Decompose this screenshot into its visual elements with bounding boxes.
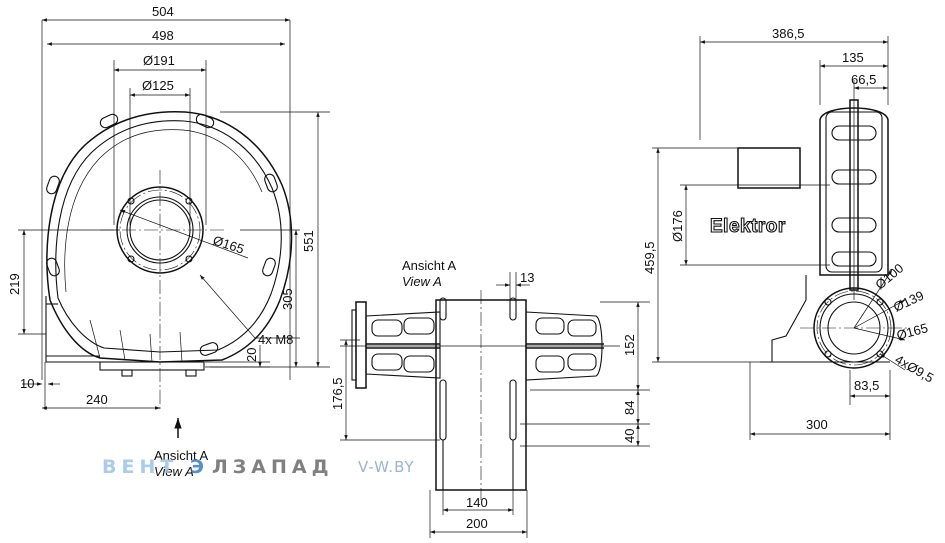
watermark-brand-left: ВЕНТ: [102, 456, 178, 478]
dim-13: 13: [520, 270, 534, 285]
view-a-title-en: View A: [402, 274, 442, 289]
dim-498: 498: [152, 28, 174, 43]
dim-140: 140: [466, 495, 488, 510]
view-a-body: [340, 290, 620, 500]
dim-d100: Ø100: [872, 260, 906, 292]
dim-84: 84: [622, 401, 637, 415]
dim-504: 504: [152, 4, 174, 19]
dim-300: 300: [806, 417, 828, 432]
dim-d125: Ø125: [142, 78, 174, 93]
dim-66-5: 66,5: [851, 72, 876, 87]
front-view: 504 498 Ø191 Ø125 Ø165 551 305 219: [7, 4, 330, 479]
side-body: Elektror: [704, 96, 910, 369]
dim-83-5: 83,5: [854, 378, 879, 393]
front-dimensions: 504 498 Ø191 Ø125 Ø165 551 305 219: [7, 4, 330, 479]
side-dimensions: 386,5 135 66,5 Ø176 459,5 Ø100 Ø139 Ø165…: [642, 26, 936, 440]
dim-219: 219: [7, 273, 22, 295]
dim-240: 240: [86, 392, 108, 407]
dim-20: 20: [244, 348, 259, 362]
dim-551: 551: [301, 230, 316, 252]
dim-305: 305: [280, 288, 295, 310]
dim-135: 135: [842, 50, 864, 65]
watermark: ВЕНТ Э ЛЗАПАД V-W.BY: [102, 456, 415, 478]
dim-4xm8: 4x M8: [258, 332, 293, 347]
dim-10: 10: [20, 376, 34, 391]
side-view: Elektror: [642, 26, 936, 440]
dim-d165: Ø165: [211, 233, 246, 257]
elektror-brand: Elektror: [710, 216, 786, 237]
watermark-brand-right: ЛЗАПАД: [212, 456, 334, 478]
view-a-dimensions: 13 152 176,5 84 40 140 200: [330, 270, 650, 538]
dim-d176: Ø176: [670, 210, 685, 242]
view-a: Ansicht A View A: [330, 258, 650, 538]
watermark-brand-mid: Э: [190, 456, 209, 478]
dim-40: 40: [622, 429, 637, 443]
dim-200: 200: [466, 516, 488, 531]
view-a-arrow-label-de: Ansicht A: [154, 448, 209, 463]
blower-housing: [45, 110, 293, 410]
dim-d165: Ø165: [895, 320, 930, 343]
dim-176-5: 176,5: [330, 377, 345, 410]
dim-d191: Ø191: [143, 53, 175, 68]
watermark-site: V-W.BY: [358, 458, 415, 476]
dim-d139: Ø139: [891, 288, 926, 315]
dim-152: 152: [622, 334, 637, 356]
dim-386-5: 386,5: [772, 26, 805, 41]
dim-459-5: 459,5: [642, 241, 657, 274]
view-a-title-de: Ansicht A: [402, 258, 457, 273]
view-a-arrow-label-en: View A: [154, 464, 194, 479]
dim-holes: 4xØ9,5: [893, 352, 937, 386]
